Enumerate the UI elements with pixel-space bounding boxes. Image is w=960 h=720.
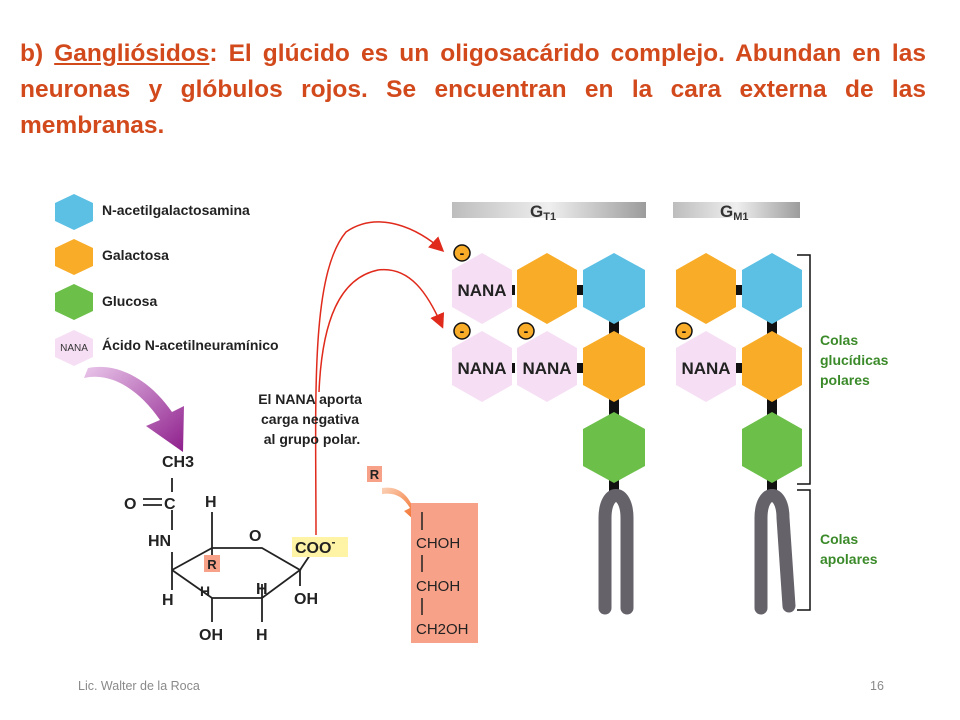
gt1-label: GT1 bbox=[530, 202, 556, 223]
nana-annotation: El NANA aporta carga negativa al grupo p… bbox=[258, 391, 366, 447]
legend-hex-galnac bbox=[55, 194, 93, 230]
svg-text:OH: OH bbox=[294, 591, 318, 608]
gm1-header-bar bbox=[673, 202, 800, 218]
purple-arrow bbox=[84, 366, 184, 452]
svg-text:NANA: NANA bbox=[681, 359, 730, 378]
svg-text:-: - bbox=[682, 323, 687, 339]
nana-arrow-1 bbox=[314, 221, 445, 536]
title-body: : El glúcido es un oligosacárido complej… bbox=[20, 40, 926, 139]
gt1-nana-1 bbox=[452, 253, 512, 324]
nana-structure-labels: CH3 O C HN H O H H H OH OH H bbox=[124, 454, 318, 644]
coo-box bbox=[292, 537, 348, 557]
svg-text:C: C bbox=[164, 496, 176, 513]
gm1-charge bbox=[675, 322, 693, 340]
legend-hex-galactose bbox=[55, 239, 93, 275]
gm1-galactose-2 bbox=[742, 331, 802, 402]
svg-text:-: - bbox=[524, 323, 529, 339]
gt1-header-bar bbox=[452, 202, 646, 218]
svg-text:O: O bbox=[249, 528, 261, 545]
title-prefix: b) bbox=[20, 40, 55, 67]
legend-label-galactose: Galactosa bbox=[102, 247, 169, 263]
svg-text:CHOH: CHOH bbox=[416, 535, 460, 552]
gt1-charge-3 bbox=[517, 322, 535, 340]
legend-label-glucose: Glucosa bbox=[102, 293, 158, 309]
svg-text:O: O bbox=[124, 496, 136, 513]
apolar-label: Colas apolares bbox=[820, 531, 878, 567]
svg-text:CHOH: CHOH bbox=[416, 578, 460, 595]
gm1-chain: NANA - bbox=[675, 253, 802, 615]
svg-text:-: - bbox=[460, 323, 465, 339]
legend-label-galnac: N-acetilgalactosamina bbox=[102, 202, 250, 218]
side-chain: CHOH CHOH CH2OH bbox=[416, 512, 469, 638]
svg-text:H: H bbox=[200, 583, 210, 599]
svg-text:OH: OH bbox=[199, 627, 223, 644]
r-label-ring bbox=[204, 555, 220, 572]
slide-title: b) Gangliósidos: El glúcido es un oligos… bbox=[20, 36, 926, 144]
orange-arrow bbox=[382, 487, 416, 520]
legend-hex-glucose bbox=[55, 284, 93, 320]
svg-text:H: H bbox=[205, 494, 217, 511]
svg-text:NANA: NANA bbox=[522, 359, 571, 378]
footer-author: Lic. Walter de la Roca bbox=[78, 679, 200, 693]
gm1-lipid-tails bbox=[754, 489, 796, 615]
svg-text:H: H bbox=[256, 627, 268, 644]
svg-text:HN: HN bbox=[148, 533, 171, 550]
title-term: Gangliósidos bbox=[54, 40, 210, 67]
gm1-nana bbox=[676, 331, 736, 402]
ch3-label: CH3 bbox=[162, 454, 194, 471]
gt1-lipid-tails bbox=[598, 489, 634, 615]
legend-label-nana: Ácido N-acetilneuramínico bbox=[102, 337, 279, 353]
footer-page-number: 16 bbox=[870, 679, 884, 693]
polar-bracket bbox=[797, 254, 811, 485]
svg-text:NANA: NANA bbox=[457, 359, 506, 378]
gt1-galactose-1 bbox=[517, 253, 577, 324]
gm1-galnac bbox=[742, 253, 802, 324]
gt1-nana-2 bbox=[452, 331, 512, 402]
svg-text:NANA: NANA bbox=[457, 281, 506, 300]
gm1-label: GM1 bbox=[720, 202, 749, 223]
legend-hex-nana bbox=[55, 330, 93, 366]
polar-label: Colas glucídicas polares bbox=[820, 332, 892, 388]
svg-text:R: R bbox=[207, 557, 217, 572]
gt1-glucose bbox=[583, 412, 645, 483]
nana-arrow-2 bbox=[318, 268, 445, 393]
svg-text:CH2OH: CH2OH bbox=[416, 621, 469, 638]
gt1-charge-1 bbox=[453, 244, 471, 262]
gm1-glucose bbox=[742, 412, 802, 483]
gt1-chain: NANA NANA NANA - - - bbox=[452, 244, 645, 615]
svg-text:H: H bbox=[256, 581, 268, 598]
svg-text:R: R bbox=[370, 467, 380, 482]
gm1-galactose-1 bbox=[676, 253, 736, 324]
gt1-galactose-2 bbox=[583, 331, 645, 402]
legend-nana-abbr: NANA bbox=[60, 343, 88, 354]
coo-label: COO- bbox=[295, 535, 335, 557]
gt1-nana-3 bbox=[517, 331, 577, 402]
gt1-galnac bbox=[583, 253, 645, 324]
gt1-charge-2 bbox=[453, 322, 471, 340]
svg-text:-: - bbox=[460, 245, 465, 261]
svg-text:H: H bbox=[162, 592, 174, 609]
apolar-bracket bbox=[797, 489, 811, 611]
r-label-top bbox=[367, 466, 382, 482]
